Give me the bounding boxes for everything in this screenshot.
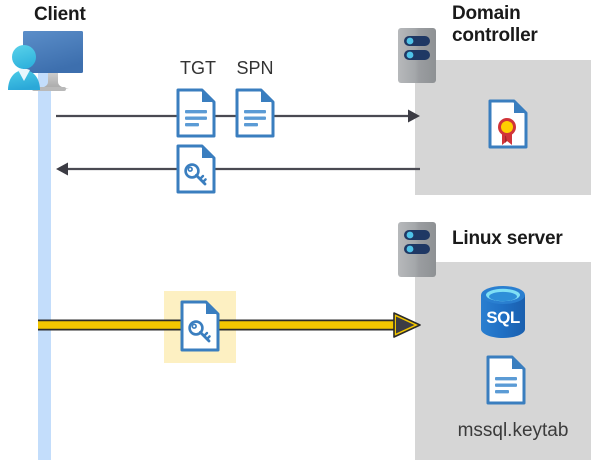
tgt-label: TGT xyxy=(180,58,216,78)
domain-controller-title-line2: controller xyxy=(452,25,538,46)
keytab-document-icon xyxy=(486,355,526,405)
sql-database-cylinder-icon: SQL xyxy=(479,285,527,339)
keytab-file-label: mssql.keytab xyxy=(457,420,569,441)
domain-controller-title: Domain controller xyxy=(452,3,592,47)
arrow-domain-controller-to-client xyxy=(56,159,420,179)
server-rack-icon-linux-server xyxy=(398,222,436,277)
certificate-document-icon xyxy=(488,99,528,149)
domain-controller-title-line1: Domain xyxy=(452,3,521,24)
ticket-key-document-icon xyxy=(176,144,216,194)
linux-server-title: Linux server xyxy=(452,228,563,249)
spn-label: SPN xyxy=(236,58,274,78)
svg-text:SQL: SQL xyxy=(486,308,520,327)
client-lifeline xyxy=(38,72,51,460)
tgt-document-icon xyxy=(176,88,216,138)
service-key-document-icon xyxy=(180,300,220,352)
page-title-client: Client xyxy=(34,4,86,25)
spn-document-icon xyxy=(235,88,275,138)
client-workstation-icon xyxy=(4,24,96,96)
server-rack-icon-domain-controller xyxy=(398,28,436,83)
arrow-client-to-linux-server xyxy=(38,312,421,338)
arrow-client-to-domain-controller xyxy=(56,106,420,126)
